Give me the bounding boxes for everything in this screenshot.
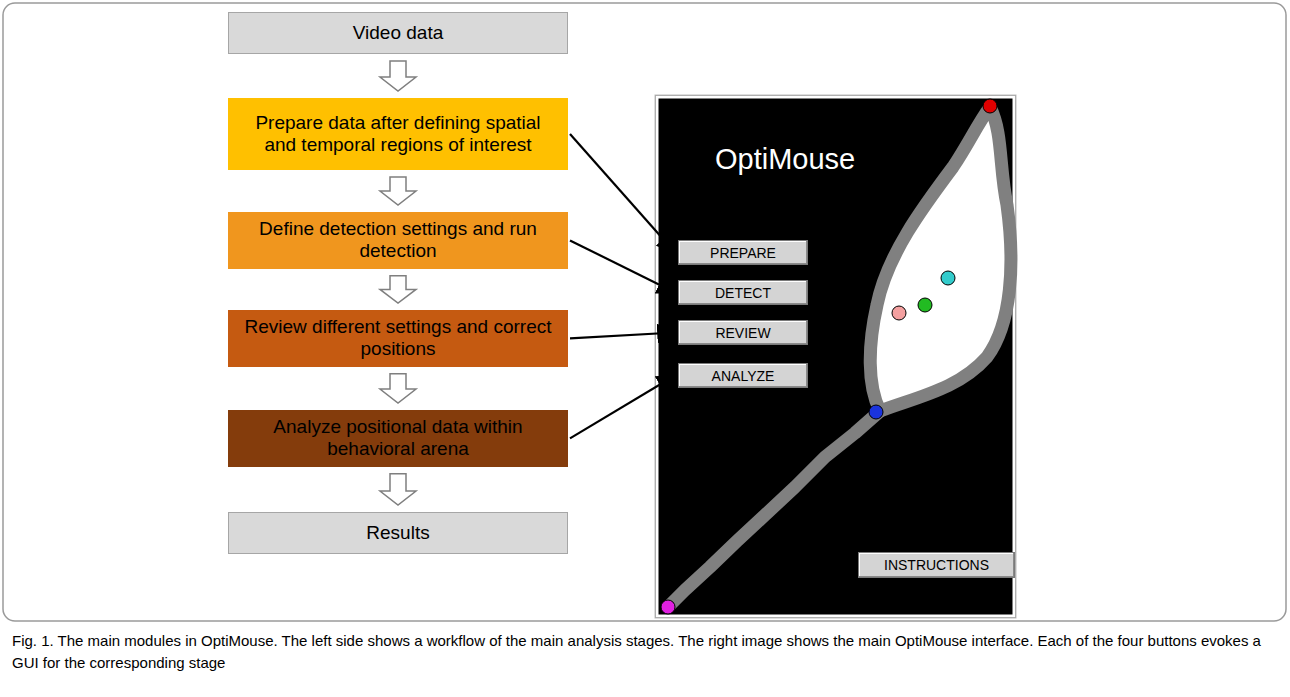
box-label: Review different settings and correct po… bbox=[238, 316, 558, 361]
gui-window bbox=[655, 95, 1016, 618]
gui-button: ANALYZE bbox=[678, 363, 808, 388]
flow-arrow bbox=[380, 474, 416, 505]
gui-button: PREPARE bbox=[678, 240, 808, 265]
box-label: Results bbox=[366, 522, 429, 544]
figure-frame bbox=[3, 3, 1286, 621]
gui-border bbox=[657, 97, 1014, 616]
process-box: Review different settings and correct po… bbox=[228, 310, 568, 367]
marker-dot bbox=[892, 306, 906, 320]
box-label: Video data bbox=[353, 22, 444, 44]
process-box: Prepare data after defining spatial and … bbox=[228, 98, 568, 170]
button-label: DETECT bbox=[715, 285, 771, 301]
pointer-arrow bbox=[570, 376, 675, 439]
pointer-arrow bbox=[570, 240, 675, 292]
flow-arrow bbox=[380, 177, 416, 205]
button-label: INSTRUCTIONS bbox=[884, 557, 989, 573]
button-label: ANALYZE bbox=[712, 368, 775, 384]
marker-dot bbox=[983, 99, 997, 113]
arena-corridor bbox=[668, 411, 880, 607]
gui-screenshot bbox=[655, 95, 1016, 618]
box-label: Analyze positional data within behaviora… bbox=[238, 416, 558, 461]
marker-dot bbox=[941, 271, 955, 285]
gui-button: DETECT bbox=[678, 280, 808, 305]
box-label: Define detection settings and run detect… bbox=[238, 218, 558, 263]
gui-button: INSTRUCTIONS bbox=[858, 552, 1015, 578]
gui-button: REVIEW bbox=[678, 320, 808, 345]
figure-caption: Fig. 1. The main modules in OptiMouse. T… bbox=[12, 630, 1276, 674]
marker-dot bbox=[661, 600, 675, 614]
marker-dot bbox=[918, 298, 932, 312]
arena-chamber bbox=[870, 107, 1011, 411]
gui-window: OptiMousePREPARE DETECT REVIEW ANALYZE INSTR… bbox=[655, 95, 1016, 618]
process-box: Analyze positional data within behaviora… bbox=[228, 410, 568, 467]
process-box: Define detection settings and run detect… bbox=[228, 212, 568, 269]
app-title: OptiMouse bbox=[715, 143, 855, 176]
pointer-arrow bbox=[570, 134, 675, 253]
flow-arrow bbox=[380, 276, 416, 303]
box-label: Prepare data after defining spatial and … bbox=[238, 112, 558, 157]
button-label: REVIEW bbox=[715, 325, 770, 341]
flow-arrow bbox=[380, 61, 416, 91]
flow-arrow bbox=[380, 374, 416, 403]
button-label: PREPARE bbox=[710, 245, 776, 261]
marker-dot bbox=[869, 405, 883, 419]
terminal-box: Video data bbox=[228, 12, 568, 54]
terminal-box: Results bbox=[228, 512, 568, 554]
pointer-arrow bbox=[570, 333, 675, 339]
